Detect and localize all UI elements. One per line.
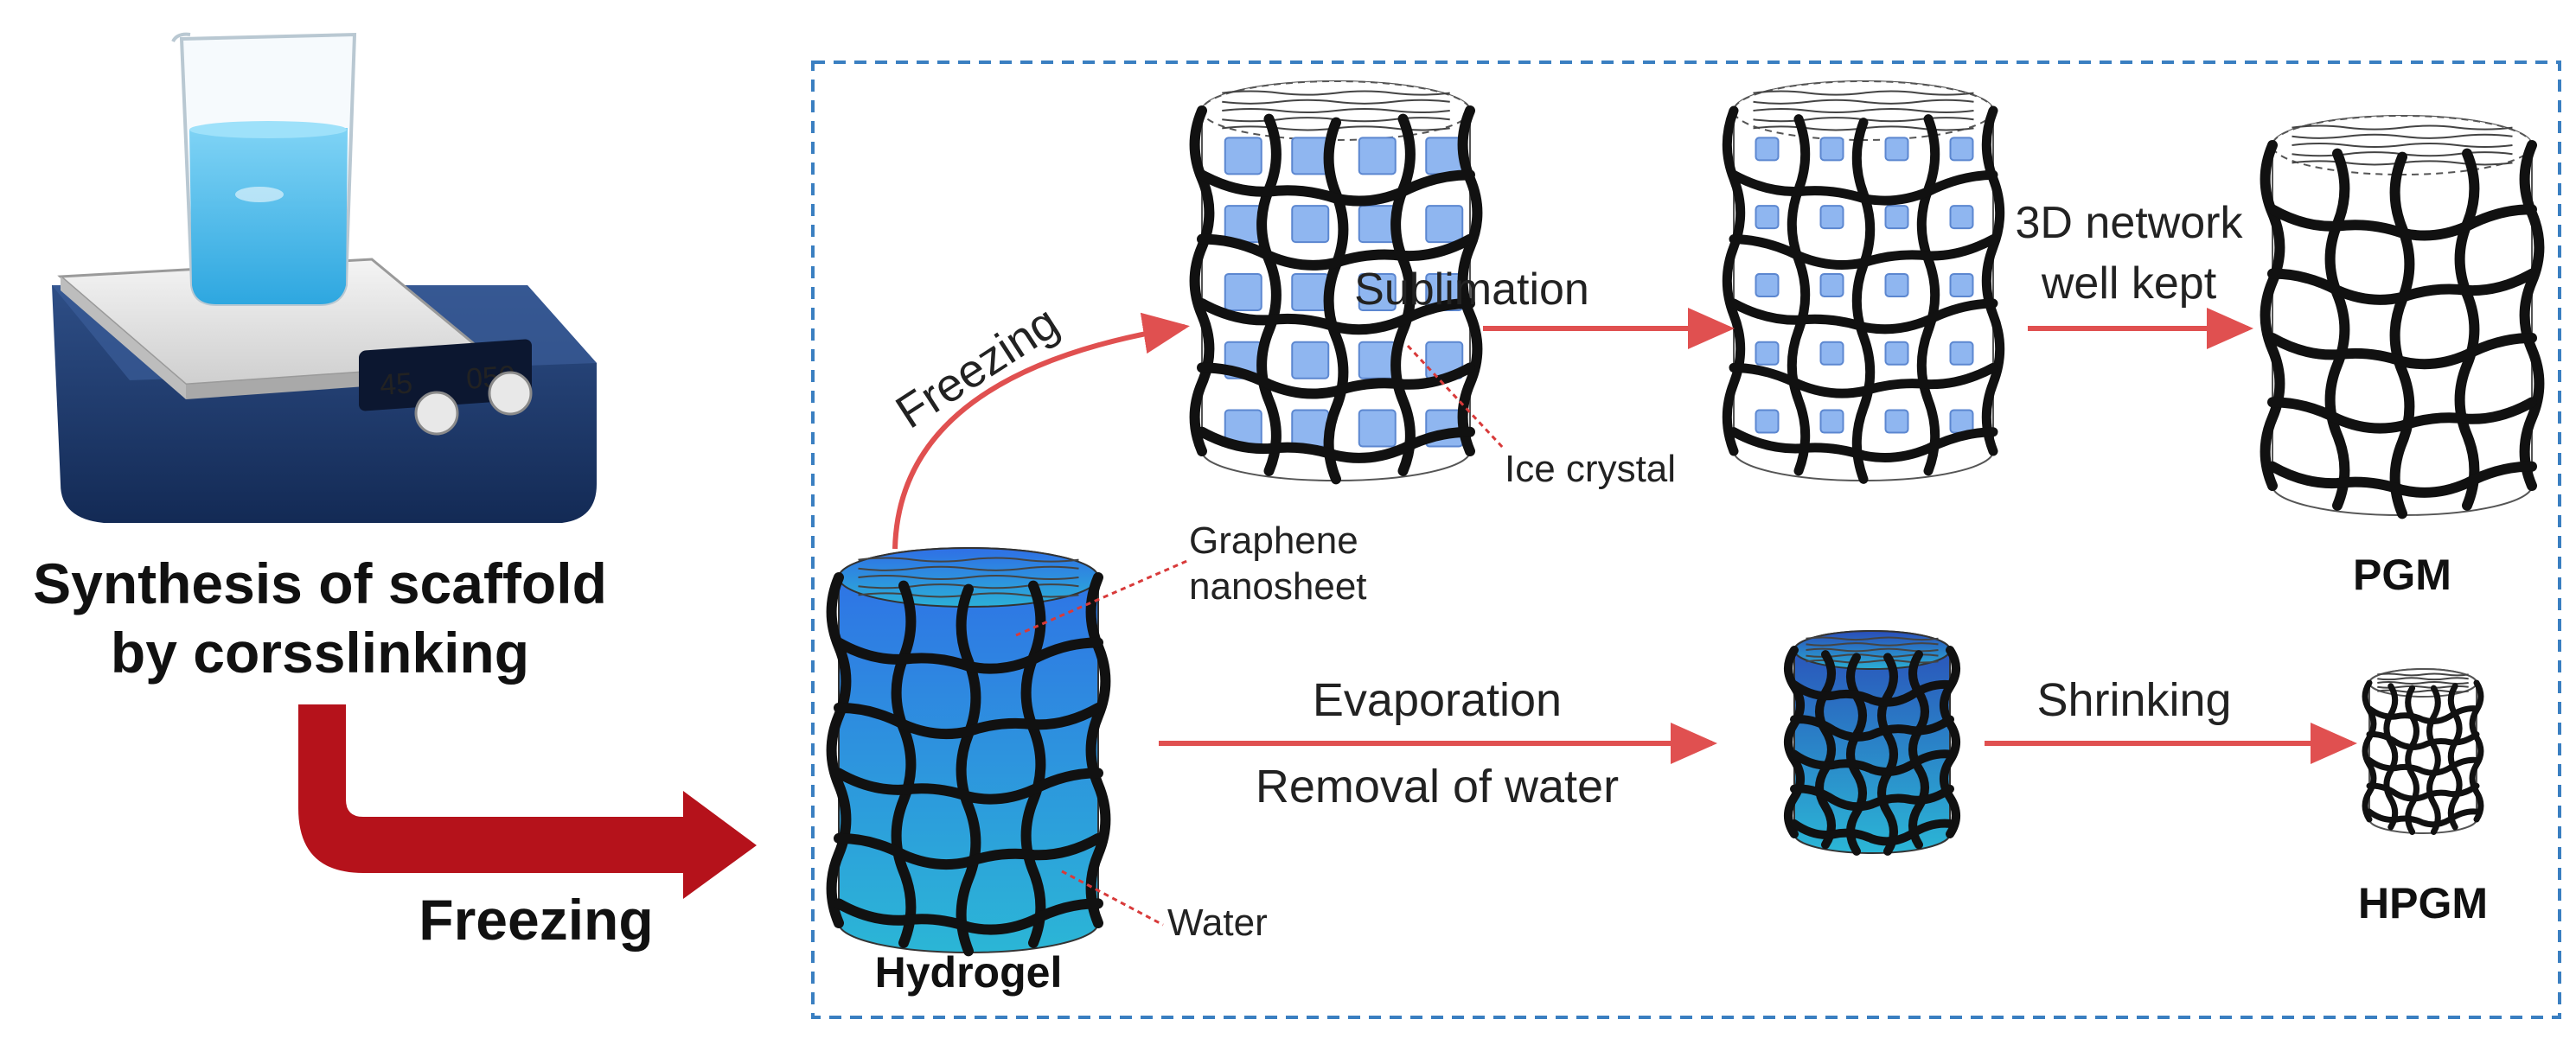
process-dashed-frame (811, 61, 2561, 1019)
ice-crystal-label: Ice crystal (1505, 448, 1676, 490)
freezing-big-arrow (298, 704, 757, 899)
graphene-pointer (1015, 558, 1190, 637)
network-label-line1: 3D network (2016, 198, 2244, 248)
pgm-label: PGM (2353, 551, 2451, 599)
shrinking-label: Shrinking (2036, 674, 2231, 726)
hpgm-label: HPGM (2358, 879, 2488, 927)
synthesis-title-line1: Synthesis of scaffold (33, 551, 607, 615)
hydrogel-cylinder (826, 547, 1111, 957)
water-pointer (1061, 870, 1164, 927)
evaporated-cylinder (1784, 630, 1960, 856)
beaker-icon (171, 32, 357, 306)
hpgm-cylinder (2362, 668, 2484, 835)
graphene-label-line2: nanosheet (1189, 565, 1367, 608)
device-display-left: 45 (379, 366, 413, 402)
evaporation-label: Evaporation (1313, 674, 1562, 726)
ice-crystal-pointer (1406, 344, 1506, 451)
network-label-line2: well kept (2041, 258, 2217, 309)
water-label: Water (1167, 902, 1268, 944)
frozen-cylinder (1189, 80, 1483, 485)
sublimation-label: Sublimation (1354, 264, 1589, 315)
pgm-cylinder (2260, 115, 2545, 519)
synthesis-title-line2: by corsslinking (111, 621, 529, 685)
freezing-arrow (892, 312, 1190, 550)
sublimating-cylinder (1722, 80, 2005, 484)
hydrogel-label: Hydrogel (875, 948, 1063, 997)
removal-label: Removal of water (1256, 761, 1619, 812)
freezing-step-label: Freezing (419, 888, 653, 952)
graphene-label-line1: Graphene (1189, 519, 1358, 562)
